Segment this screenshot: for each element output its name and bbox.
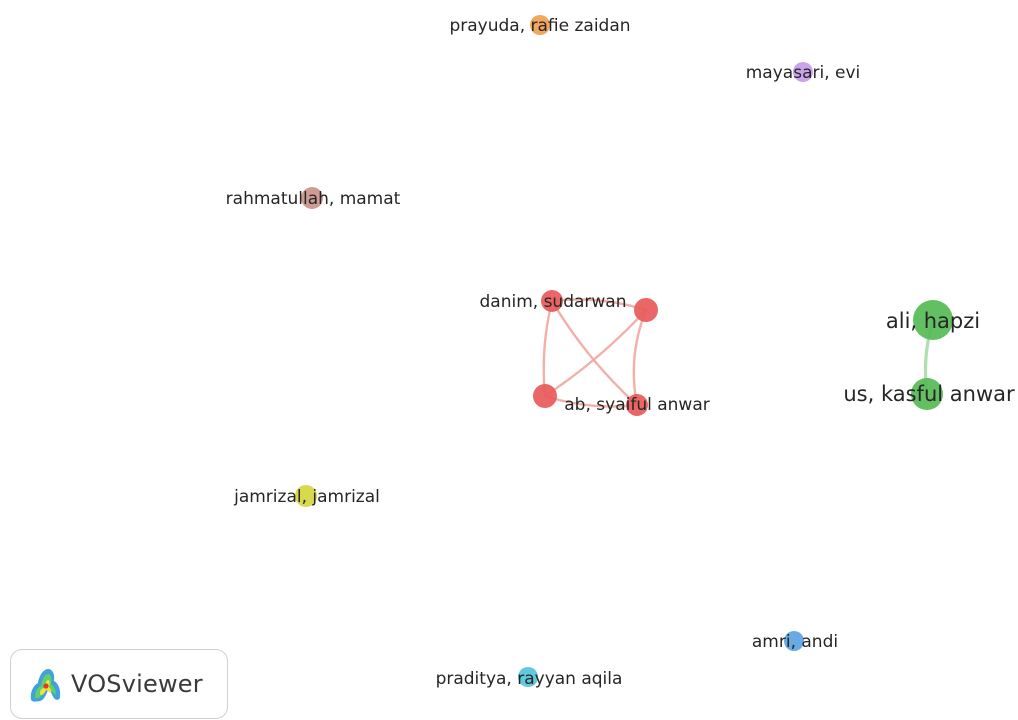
node-label-ab_syaiful: ab, syaiful anwar <box>564 395 709 415</box>
node-red_unlabeled_2[interactable] <box>533 384 557 408</box>
node-prayuda[interactable] <box>530 15 550 35</box>
node-amri[interactable] <box>784 631 804 651</box>
node-label-mayasari: mayasari, evi <box>746 63 861 83</box>
node-mayasari[interactable] <box>793 62 813 82</box>
vosviewer-badge: VOSviewer <box>10 649 228 719</box>
vosviewer-logo-icon <box>30 669 61 702</box>
node-label-praditya: praditya, rayyan aqila <box>436 669 623 689</box>
node-label-prayuda: prayuda, rafie zaidan <box>449 16 630 36</box>
node-ab_syaiful[interactable] <box>626 394 648 416</box>
link-red_unlabeled_1-red_unlabeled_2 <box>543 308 648 398</box>
node-danim[interactable] <box>541 290 563 312</box>
node-us_kasful[interactable] <box>911 378 943 410</box>
node-label-us_kasful: us, kasful anwar <box>843 382 1015 406</box>
link-danim-ab_syaiful <box>550 299 639 407</box>
network-nodes <box>295 15 953 687</box>
node-label-rahmatullah: rahmatullah, mamat <box>226 189 401 209</box>
node-label-ali_hapzi: ali, hapzi <box>886 309 980 333</box>
node-label-jamrizal: jamrizal, jamrizal <box>233 487 380 507</box>
link-danim-red_unlabeled_2 <box>542 299 554 398</box>
app-name: VOSviewer <box>71 670 203 698</box>
node-ali_hapzi[interactable] <box>913 300 953 340</box>
node-praditya[interactable] <box>518 667 538 687</box>
node-label-amri: amri, andi <box>752 632 838 652</box>
node-jamrizal[interactable] <box>295 485 317 507</box>
node-rahmatullah[interactable] <box>301 187 323 209</box>
network-labels: prayuda, rafie zaidan mayasari, evi rahmat… <box>226 16 1015 689</box>
link-red_unlabeled_1-ab_syaiful <box>632 308 648 407</box>
node-red_unlabeled_1[interactable] <box>634 298 658 322</box>
node-label-danim: danim, sudarwan <box>480 292 627 312</box>
